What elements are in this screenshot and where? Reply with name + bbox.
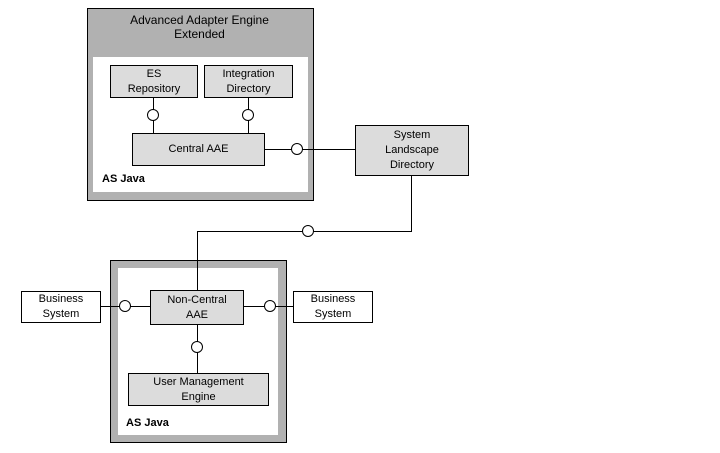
non-central-aae-label-line2: AAE: [185, 308, 208, 321]
connector-circle-icon: [191, 341, 203, 353]
system-landscape-directory-box: System Landscape Directory: [355, 125, 469, 176]
connector-circle-icon: [291, 143, 303, 155]
business-system-right-label-line2: System: [314, 308, 352, 320]
line-sld-down: [411, 174, 412, 232]
user-management-engine-box: User Management Engine: [128, 373, 269, 406]
integration-directory-box: Integration Directory: [204, 65, 293, 98]
top-container-title-line1: Advanced Adapter Engine: [130, 13, 269, 27]
line-central-aae-to-sld: [265, 149, 355, 150]
business-system-right-box: Business System: [293, 291, 373, 323]
sld-label-line2: Landscape: [385, 144, 439, 156]
integration-directory-label-line1: Integration: [222, 67, 275, 80]
line-down-to-non-central-aae: [197, 231, 198, 291]
es-repository-label-line2: Repository: [127, 82, 181, 95]
ume-label-line1: User Management: [153, 375, 244, 388]
connector-circle-icon: [264, 300, 276, 312]
connector-circle-icon: [242, 109, 254, 121]
es-repository-box: ES Repository: [110, 65, 198, 98]
business-system-left-label-line1: Business: [38, 293, 84, 305]
connector-circle-icon: [302, 225, 314, 237]
central-aae-box: Central AAE: [132, 133, 265, 166]
sld-label-line3: Directory: [389, 159, 434, 171]
connector-circle-icon: [119, 300, 131, 312]
integration-directory-label-line2: Directory: [226, 82, 271, 95]
ume-label-line2: Engine: [181, 390, 216, 403]
business-system-right-label-line1: Business: [310, 293, 356, 305]
top-container-title-line2: Extended: [174, 27, 225, 41]
business-system-left-label-line2: System: [42, 308, 80, 320]
top-container-title: Advanced Adapter Engine Extended: [88, 13, 311, 41]
non-central-aae-box: Non-Central AAE: [150, 290, 244, 325]
sld-label-line1: System: [393, 129, 431, 141]
non-central-aae-label-line1: Non-Central: [167, 293, 227, 306]
bottom-as-java-label: AS Java: [126, 417, 169, 429]
es-repository-label-line1: ES: [146, 67, 162, 80]
business-system-left-box: Business System: [21, 291, 101, 323]
connector-circle-icon: [147, 109, 159, 121]
central-aae-label: Central AAE: [168, 143, 229, 155]
top-as-java-label: AS Java: [102, 173, 145, 185]
